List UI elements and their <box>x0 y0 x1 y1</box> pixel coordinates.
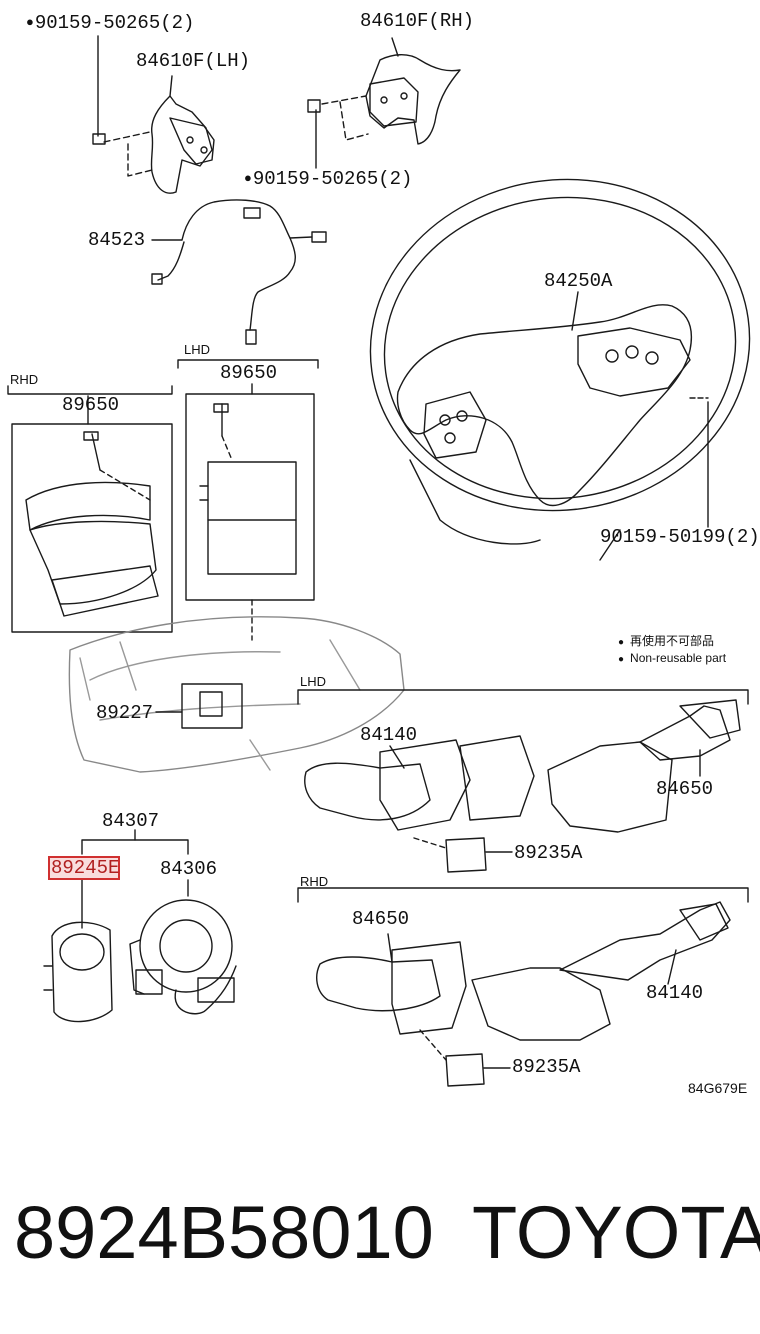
region-lhd-top: LHD <box>184 342 211 357</box>
legend-cn-text: 再使用不可部品 <box>630 634 715 648</box>
label-paddle-rh[interactable]: 84610F(RH) <box>360 10 475 32</box>
label-wire-harness[interactable]: 84523 <box>88 229 146 251</box>
label-spiral-cable[interactable]: 84306 <box>160 858 218 880</box>
legend-cn: ● 再使用不可部品 <box>618 632 714 649</box>
label-lhd-headlight-switch[interactable]: 84140 <box>360 724 418 746</box>
legend-en: ● Non-reusable part <box>618 651 726 665</box>
label-computer[interactable]: 89227 <box>96 702 154 724</box>
label-bolt-wheel[interactable]: 90159-50199(2) <box>600 526 760 548</box>
parts-diagram <box>7 35 751 1087</box>
label-switch-assy[interactable]: 84250A <box>544 270 613 292</box>
diagram-reference: 84G679E <box>688 1080 748 1096</box>
region-rhd-switches: RHD <box>300 874 329 889</box>
label-ecu-lhd[interactable]: 89650 <box>220 362 278 384</box>
label-lhd-connector[interactable]: 89235A <box>514 842 583 864</box>
bullet-icon: ● <box>618 654 625 665</box>
label-rhd-connector[interactable]: 89235A <box>512 1056 581 1078</box>
label-clock-spring-assy[interactable]: 84307 <box>102 810 160 832</box>
part-number: 8924B58010 <box>14 1191 434 1274</box>
bullet-icon: ● <box>618 637 625 648</box>
legend-en-text: Non-reusable part <box>630 651 727 665</box>
label-ecu-rhd[interactable]: 89650 <box>62 394 120 416</box>
label-rhd-wiper-switch[interactable]: 84650 <box>352 908 410 930</box>
label-paddle-lh[interactable]: 84610F(LH) <box>136 50 251 72</box>
label-rhd-headlight-switch[interactable]: 84140 <box>646 982 704 1004</box>
highlight-box <box>48 856 120 880</box>
region-rhd-top: RHD <box>10 372 39 387</box>
label-bolt-top-left[interactable]: 90159-50265(2) <box>26 14 195 33</box>
label-lhd-wiper-switch[interactable]: 84650 <box>656 778 714 800</box>
label-bolt-mid[interactable]: 90159-50265(2) <box>244 170 413 189</box>
label-sensor-highlighted[interactable]: 89245E <box>51 857 120 879</box>
brand-name: TOYOTA <box>472 1191 760 1274</box>
region-lhd-switches: LHD <box>300 674 327 689</box>
